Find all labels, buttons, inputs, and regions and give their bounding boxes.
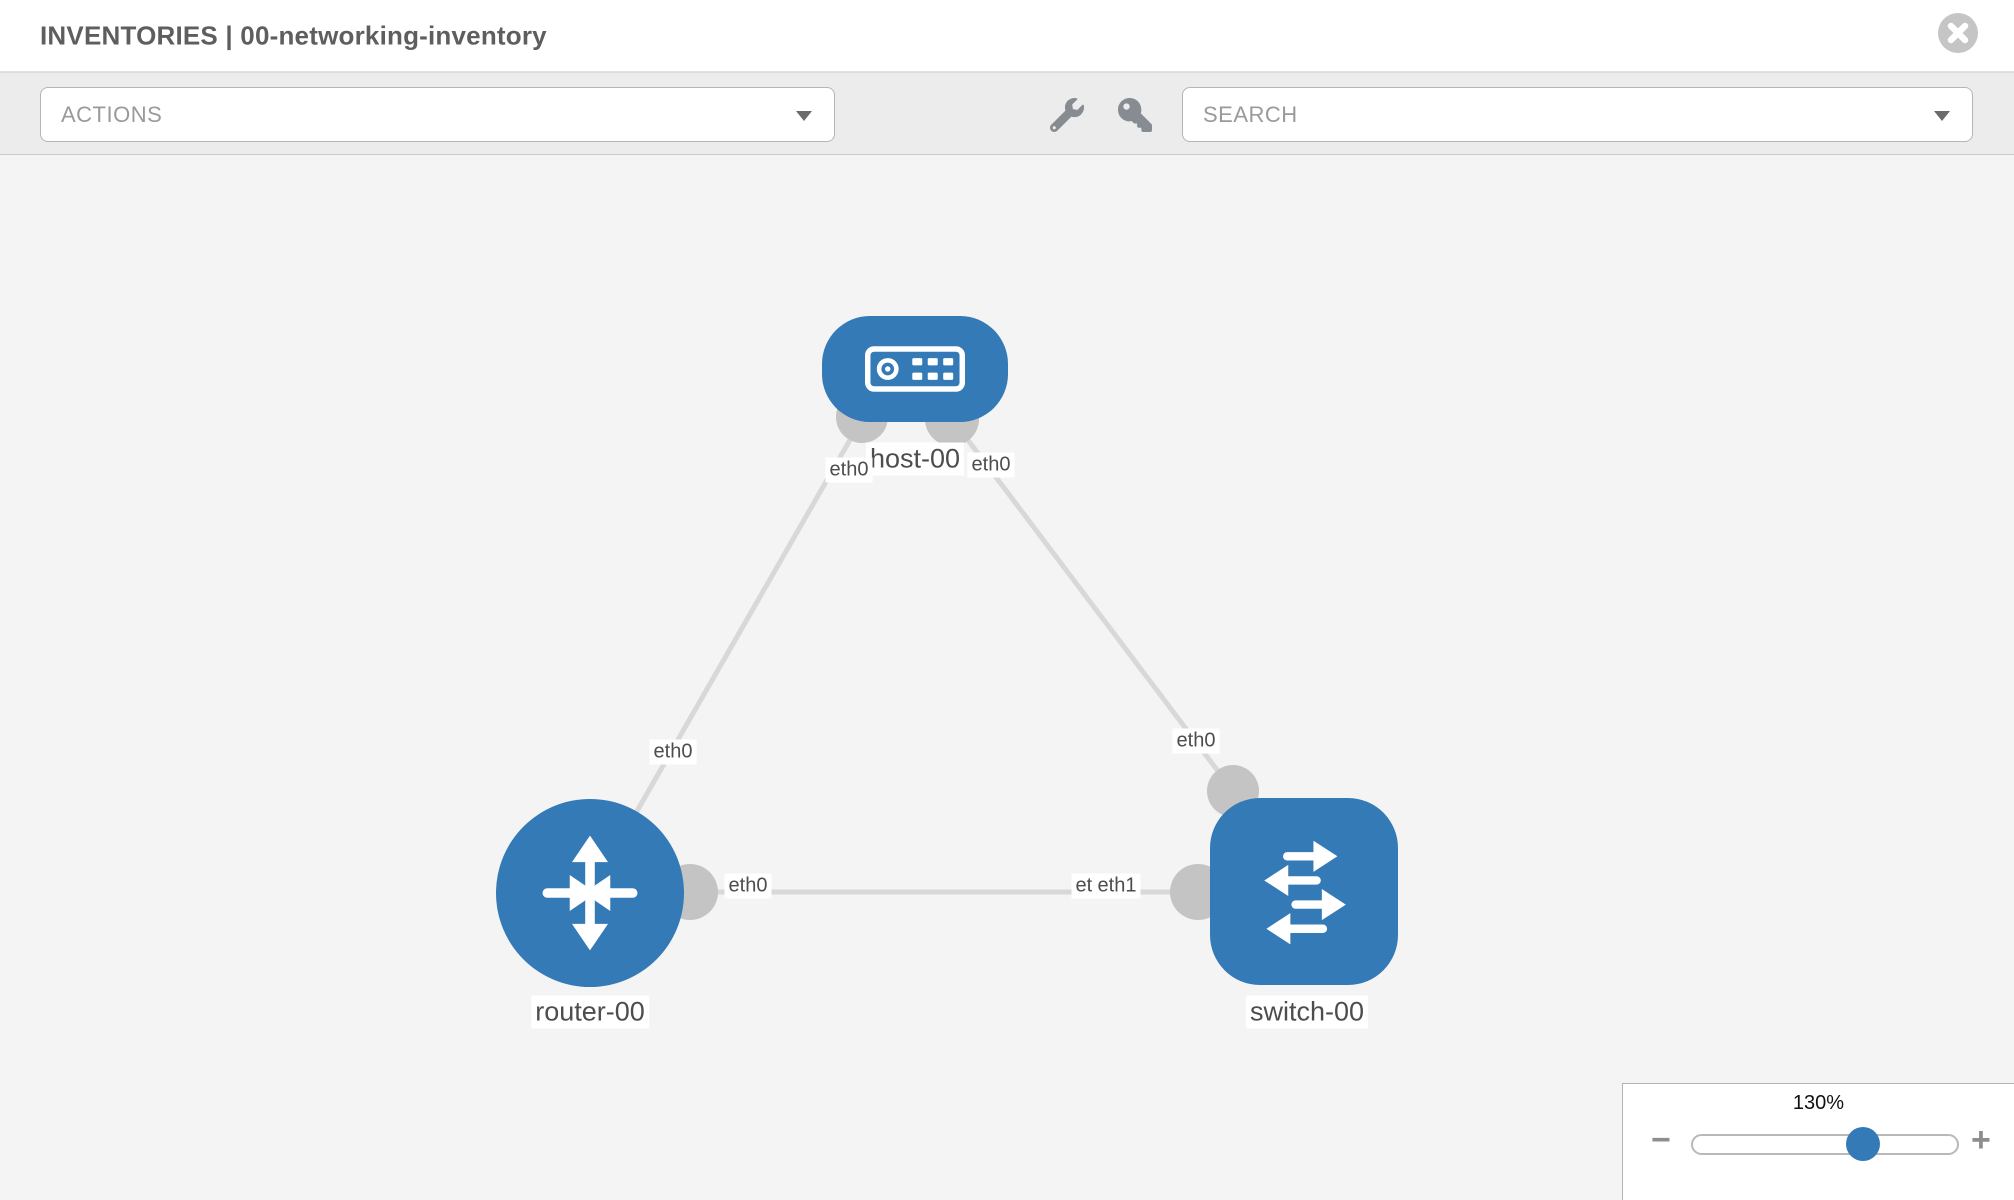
wrench-icon bbox=[1049, 98, 1084, 133]
node-router-00[interactable] bbox=[496, 799, 684, 987]
switch-arrows-icon bbox=[1264, 840, 1346, 944]
zoom-slider-knob[interactable] bbox=[1846, 1127, 1880, 1161]
configure-button[interactable] bbox=[1049, 98, 1084, 133]
chevron-down-icon bbox=[796, 110, 812, 121]
interface-label: eth0 bbox=[1172, 728, 1220, 754]
node-switch-00[interactable] bbox=[1210, 798, 1398, 985]
credentials-button[interactable] bbox=[1118, 98, 1152, 132]
close-button[interactable] bbox=[1938, 13, 1978, 53]
search-dropdown[interactable]: SEARCH bbox=[1182, 87, 1973, 142]
chevron-down-icon bbox=[1934, 110, 1950, 121]
node-label-switch-00: switch-00 bbox=[1245, 995, 1369, 1029]
zoom-in-button[interactable]: + bbox=[1971, 1121, 1991, 1159]
actions-dropdown[interactable]: ACTIONS bbox=[40, 87, 835, 142]
toolbar: ACTIONS SEARCH bbox=[0, 72, 2014, 155]
interface-label: eth0 bbox=[649, 739, 697, 765]
server-icon bbox=[865, 346, 965, 392]
search-dropdown-label: SEARCH bbox=[1203, 101, 1298, 127]
interface-label: eth0 bbox=[967, 452, 1015, 478]
interface-label: eth1 bbox=[1093, 873, 1141, 899]
interface-label: eth0 bbox=[724, 873, 772, 899]
zoom-out-button[interactable]: − bbox=[1651, 1121, 1671, 1159]
header-bar: INVENTORIES | 00-networking-inventory bbox=[0, 0, 2014, 72]
page-title: INVENTORIES | 00-networking-inventory bbox=[40, 20, 547, 50]
key-icon bbox=[1118, 98, 1152, 132]
node-label-router-00: router-00 bbox=[531, 995, 649, 1029]
node-host-00[interactable] bbox=[822, 316, 1008, 422]
zoom-panel: 130% − + bbox=[1622, 1083, 2014, 1200]
zoom-slider-track[interactable] bbox=[1691, 1134, 1959, 1155]
node-label-host-00: host-00 bbox=[865, 442, 965, 476]
actions-dropdown-label: ACTIONS bbox=[61, 101, 163, 127]
interface-label: eth0 bbox=[825, 457, 873, 483]
close-icon bbox=[1938, 13, 1978, 53]
router-arrows-icon bbox=[542, 835, 638, 951]
zoom-level: 130% bbox=[1792, 1092, 1845, 1114]
